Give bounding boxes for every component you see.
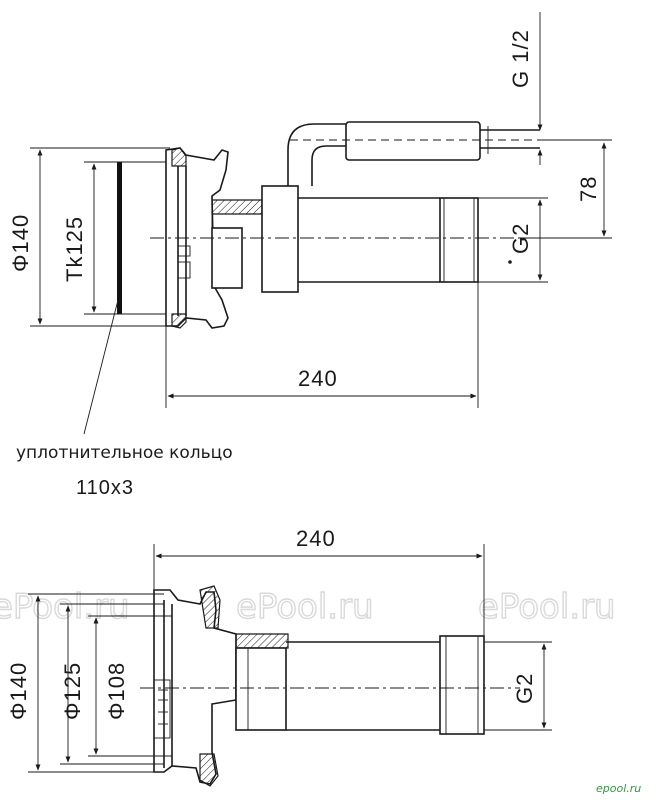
dim-g-half: G 1/2 — [508, 12, 543, 165]
dim-label: 78 — [576, 176, 601, 202]
body-pipe-top — [261, 185, 479, 293]
watermark-text: ePool.ru — [0, 587, 130, 627]
seal-ring — [117, 162, 122, 314]
dim-240-top: 240 — [165, 282, 479, 408]
brand-logo: epool.ru — [596, 782, 641, 795]
dim-label: 240 — [296, 526, 336, 551]
dim-78: 78 — [520, 139, 612, 239]
top-view: G 1/2 78 G2 240 Φ140 — [8, 12, 612, 499]
seal-label: уплотнительное кольцо — [16, 443, 233, 463]
body-pipe-bottom — [286, 635, 485, 735]
seal-size: 110x3 — [76, 477, 134, 499]
dim-tk125-top: Tk125 — [62, 161, 166, 315]
dim-label: Φ140 — [6, 662, 31, 720]
dim-d140-bottom: Φ140 — [6, 593, 164, 773]
dim-label: 240 — [298, 366, 338, 391]
dim-g2-top: G2 — [478, 197, 548, 283]
dim-d140-top: Φ140 — [8, 147, 170, 327]
dim-label: G2 — [508, 223, 533, 254]
flange-top — [165, 147, 263, 329]
watermark-text: ePool.ru — [478, 587, 616, 627]
dim-d108-bottom: Φ108 — [88, 615, 172, 757]
dim-label: Φ108 — [104, 662, 129, 720]
watermark-text: ePool.ru — [236, 587, 374, 627]
dim-g2-bottom: G2 — [484, 641, 552, 731]
bent-pipe — [287, 121, 540, 186]
dim-label: Φ140 — [8, 214, 33, 272]
dim-label: G2 — [512, 673, 537, 704]
flange-bottom — [153, 585, 289, 787]
dim-label: Tk125 — [62, 216, 87, 282]
dim-label: Φ125 — [60, 662, 85, 720]
bottom-view: 240 G2 Φ140 Φ125 Φ108 — [6, 526, 552, 787]
watermark-layer: ePool.ru ePool.ru ePool.ru — [0, 586, 616, 627]
dim-label: G 1/2 — [508, 29, 533, 88]
dim-240-bottom: 240 — [153, 526, 485, 636]
dim-d125-bottom: Φ125 — [60, 603, 164, 765]
